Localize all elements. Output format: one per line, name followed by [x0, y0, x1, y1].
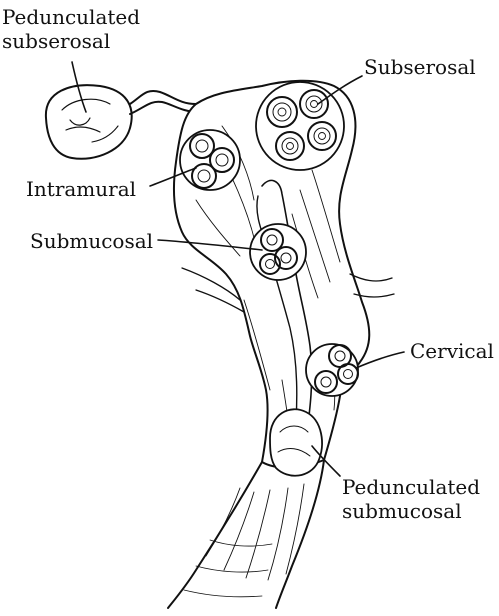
label-cervical: Cervical: [410, 340, 494, 363]
pedunculated-subserosal-fibroid: [46, 85, 198, 159]
label-submucosal: Submucosal: [30, 230, 153, 253]
label-pedunculated-submucosal-line1: Pedunculated: [342, 476, 480, 499]
intramural-fibroid: [180, 130, 240, 190]
submucosal-fibroid: [250, 224, 306, 280]
label-subserosal: Subserosal: [364, 56, 476, 79]
label-pedunculated-submucosal-line2: submucosal: [342, 500, 462, 523]
label-intramural: Intramural: [26, 178, 136, 201]
label-pedunculated-subserosal-line2: subserosal: [2, 30, 110, 53]
label-pedunculated-subserosal-line1: Pedunculated: [2, 6, 140, 29]
cervical-fibroid: [306, 344, 358, 396]
vagina: [168, 460, 324, 608]
pedunculated-submucosal-fibroid: [270, 409, 322, 475]
